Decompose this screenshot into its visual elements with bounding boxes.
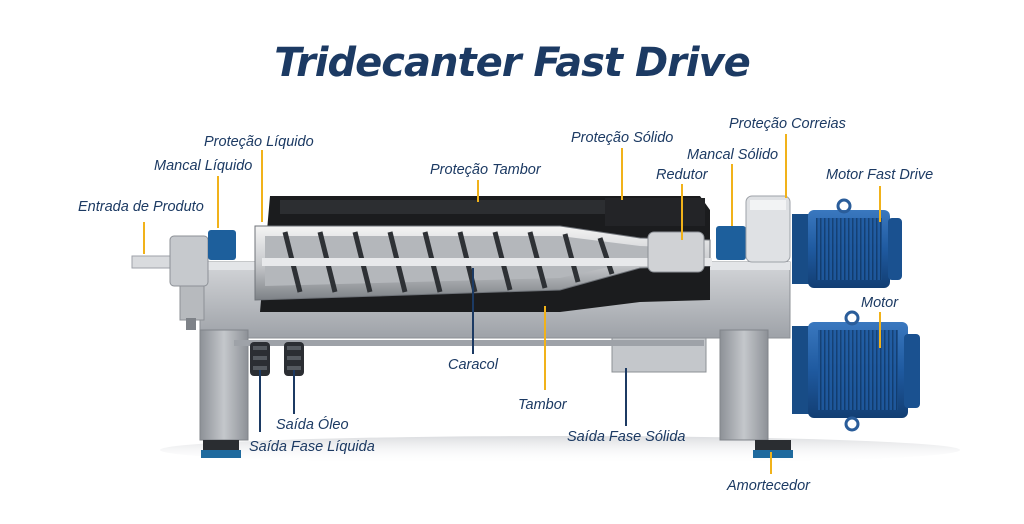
motor-fast-drive-body bbox=[792, 198, 902, 288]
label-amortecedor: Amortecedor bbox=[727, 478, 811, 494]
label-mancal-liquido: Mancal Líquido bbox=[154, 158, 253, 174]
label-motor-fast-drive: Motor Fast Drive bbox=[826, 167, 934, 183]
label-entrada-produto: Entrada de Produto bbox=[78, 199, 204, 215]
motor-body bbox=[792, 310, 920, 432]
label-caracol: Caracol bbox=[448, 357, 498, 373]
liquid-outlet-pipes bbox=[250, 342, 304, 376]
label-protecao-solido: Proteção Sólido bbox=[571, 130, 674, 146]
liquid-bearing bbox=[208, 230, 236, 260]
label-saida-fase-solida: Saída Fase Sólida bbox=[567, 429, 686, 445]
label-tambor: Tambor bbox=[518, 397, 567, 413]
label-saida-fase-liquida: Saída Fase Líquida bbox=[249, 439, 375, 455]
label-saida-oleo: Saída Óleo bbox=[276, 417, 349, 433]
gearbox bbox=[647, 231, 705, 273]
label-protecao-correias: Proteção Correias bbox=[729, 116, 846, 132]
label-motor: Motor bbox=[861, 295, 899, 311]
label-redutor: Redutor bbox=[656, 167, 708, 183]
label-mancal-solido: Mancal Sólido bbox=[687, 147, 779, 163]
bowl-and-scroll bbox=[254, 225, 712, 301]
diagram-title: Tridecanter Fast Drive bbox=[274, 40, 751, 86]
feed-inlet bbox=[131, 235, 209, 330]
label-protecao-liquido: Proteção Líquido bbox=[204, 134, 314, 150]
belt-guard bbox=[745, 195, 791, 263]
label-protecao-tambor: Proteção Tambor bbox=[430, 162, 541, 178]
solid-bearing bbox=[716, 226, 746, 260]
damper-feet bbox=[201, 440, 793, 458]
